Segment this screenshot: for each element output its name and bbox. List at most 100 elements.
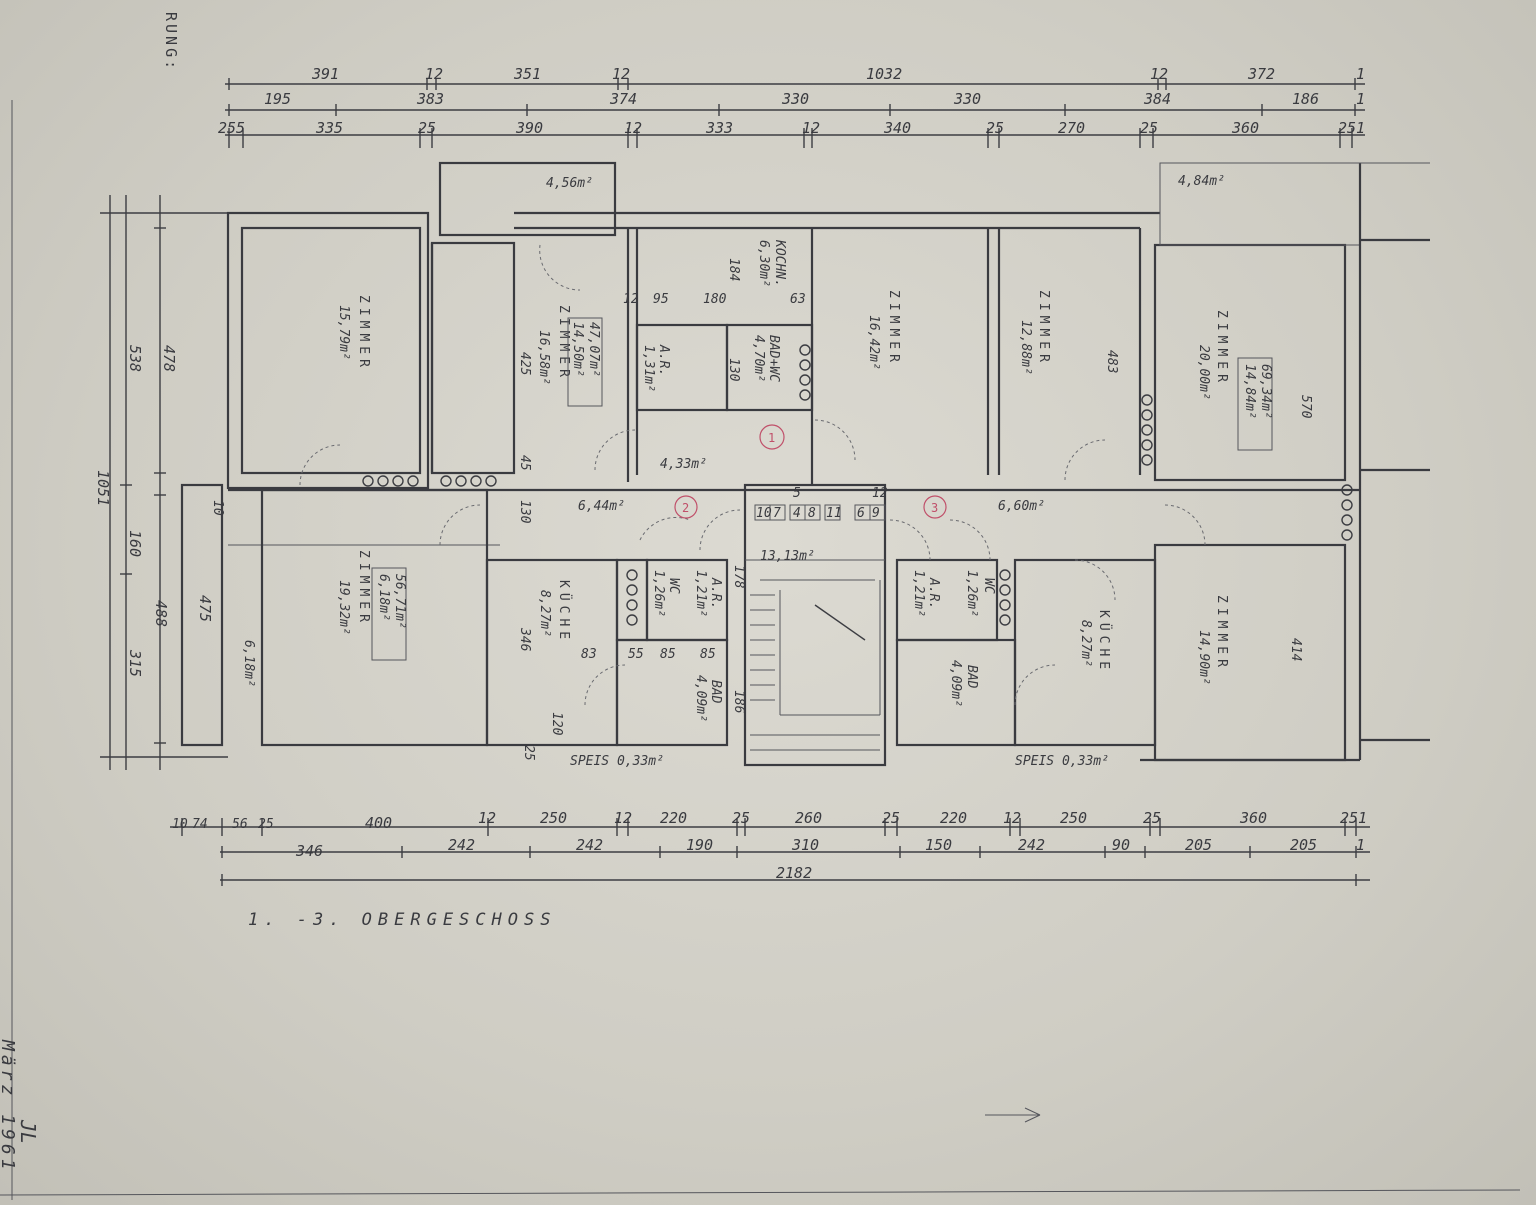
dim-right-2: 1 — [1356, 90, 1365, 108]
sdim-13: 186 — [731, 690, 746, 714]
dim-bot2-4: 310 — [791, 836, 819, 854]
dim-right-3: 1 — [1356, 836, 1365, 854]
area-labels: 4,56m² 4,84m² 4,33m² 6,44m² 6,60m² 13,13… — [241, 174, 1225, 769]
room-6-dim: 483 — [1104, 350, 1119, 373]
sdim-2: 180 — [703, 292, 727, 307]
dim-top3-3: 390 — [515, 119, 543, 137]
room-9-area: 8,27m² — [537, 590, 552, 637]
room-9-dim: 346 — [517, 627, 532, 652]
room-3-name: BAD+WC — [766, 335, 781, 382]
room-8-name: ZIMMER — [356, 550, 371, 627]
left-dimension-lines: 1051 538 160 488 478 475 315 — [94, 195, 228, 770]
area-balcony-left: 4,56m² — [546, 176, 593, 191]
room-7-name: ZIMMER — [1214, 310, 1229, 387]
unit-number-2: 2 — [682, 501, 689, 515]
dim-top3-12: 251 — [1338, 119, 1365, 137]
unit-markers: 1 2 3 — [674, 424, 947, 519]
dim-left-inner-2: 315 — [126, 649, 144, 677]
sdim-4: 184 — [726, 258, 741, 281]
inner-dimension-labels: 12 95 180 63 184 130 45 130 83 55 85 85 … — [210, 258, 806, 761]
dim-left-outer: 1051 — [94, 470, 112, 506]
room-3-area: 4,70m² — [751, 335, 766, 382]
dim-bot2-1: 242 — [448, 836, 475, 854]
dim-bot2-0: 346 — [295, 842, 323, 860]
area-balcony-right: 4,84m² — [1178, 174, 1225, 189]
area-hall2: 6,44m² — [578, 499, 625, 514]
chimney-flues — [362, 344, 1353, 626]
dim-bot1-1: 74 — [192, 817, 208, 832]
sdim-15: 25 — [521, 745, 536, 761]
room-0-name: ZIMMER — [356, 295, 371, 372]
dim-bot1-8: 220 — [660, 809, 687, 827]
dim-bot1-5: 12 — [478, 809, 496, 827]
sheet-edge-marks — [0, 100, 1521, 1200]
room-2-name: KOCHN. — [772, 239, 787, 287]
dim-left-mid-0: 538 — [126, 345, 144, 372]
dim-bot1-4: 400 — [365, 814, 392, 832]
dim-top3-8: 25 — [986, 119, 1004, 137]
stair-num-1: 7 — [773, 506, 781, 521]
dim-bot1-16: 360 — [1239, 809, 1267, 827]
sdim-14: 120 — [549, 712, 564, 736]
dim-bot1-11: 25 — [882, 809, 900, 827]
stair-num-3: 5 — [793, 486, 801, 501]
walls — [180, 161, 1430, 767]
unit-number-3: 3 — [931, 501, 938, 515]
room-1-box-1: 14,50m² — [570, 322, 585, 377]
dim-bot2-8: 205 — [1185, 836, 1212, 854]
dim-top3-0: 255 — [218, 119, 245, 137]
drawing-date: März 1961 — [0, 1040, 18, 1174]
door-swings — [299, 244, 1206, 706]
dim-top1-5: 12 — [1150, 65, 1168, 83]
room-13-name: A.R. — [926, 577, 941, 609]
drawer-initials: JL — [16, 1120, 40, 1145]
dim-top2-2: 374 — [609, 90, 637, 108]
dim-left-inner-0: 478 — [160, 345, 178, 372]
top-dimension-lines: 391 12 351 12 1032 12 372 1 195 383 374 … — [218, 65, 1365, 148]
dim-top3-9: 270 — [1058, 119, 1085, 137]
sdim-10: 85 — [660, 647, 676, 662]
room-2-area: 6,30m² — [756, 240, 771, 287]
area-loggia: 6,18m² — [241, 640, 256, 687]
unit-number-1: 1 — [768, 431, 775, 445]
dim-top1-2: 351 — [513, 65, 541, 83]
stair-num-6: 6 — [857, 506, 865, 521]
sdim-5: 130 — [726, 358, 741, 382]
dim-bot1-2: 56 — [232, 817, 248, 832]
room-10-name: WC — [666, 578, 681, 594]
dim-top3-5: 333 — [705, 119, 733, 137]
room-5-area: 16,42m² — [866, 315, 881, 370]
dim-top2-3: 330 — [781, 90, 809, 108]
stair-num-4: 8 — [808, 506, 816, 521]
sdim-7: 130 — [517, 500, 532, 524]
room-7-box-0: 69,34m² — [1258, 364, 1273, 419]
dim-top3-11: 360 — [1231, 119, 1259, 137]
room-13-area: 1,21m² — [911, 570, 926, 617]
dim-bot2-5: 150 — [925, 836, 952, 854]
room-1-name: ZIMMER — [556, 305, 571, 382]
dim-bot1-3: 25 — [258, 817, 274, 832]
stair-num-0: 10 — [756, 506, 772, 521]
room-9-name: KÜCHE — [556, 580, 573, 644]
area-hall3: 6,60m² — [998, 499, 1045, 514]
room-1-area: 16,58m² — [536, 330, 551, 385]
dim-bot2-9: 205 — [1290, 836, 1317, 854]
dim-top1-1: 12 — [425, 65, 443, 83]
dim-top1-4: 1032 — [866, 65, 902, 83]
room-1-box-0: 47,07m² — [586, 322, 601, 377]
dim-bot1-13: 12 — [1003, 809, 1021, 827]
stair-cells: 10 7 4 5 8 11 6 9 12 — [754, 486, 888, 521]
plan-caption: 1. -3. OBERGESCHOSS — [248, 910, 557, 930]
sdim-11: 85 — [700, 647, 716, 662]
dim-top2-5: 384 — [1143, 90, 1171, 108]
area-speis-right: SPEIS 0,33m² — [1015, 754, 1109, 769]
room-17-name: ZIMMER — [1214, 595, 1229, 672]
dim-bot1-9: 25 — [732, 809, 750, 827]
room-7-box-1: 14,84m² — [1242, 364, 1257, 419]
sdim-6: 45 — [517, 455, 532, 471]
area-stair: 13,13m² — [760, 549, 815, 564]
dim-top3-2: 25 — [418, 119, 436, 137]
stair-num-7: 9 — [872, 506, 880, 521]
sdim-1: 95 — [653, 292, 669, 307]
